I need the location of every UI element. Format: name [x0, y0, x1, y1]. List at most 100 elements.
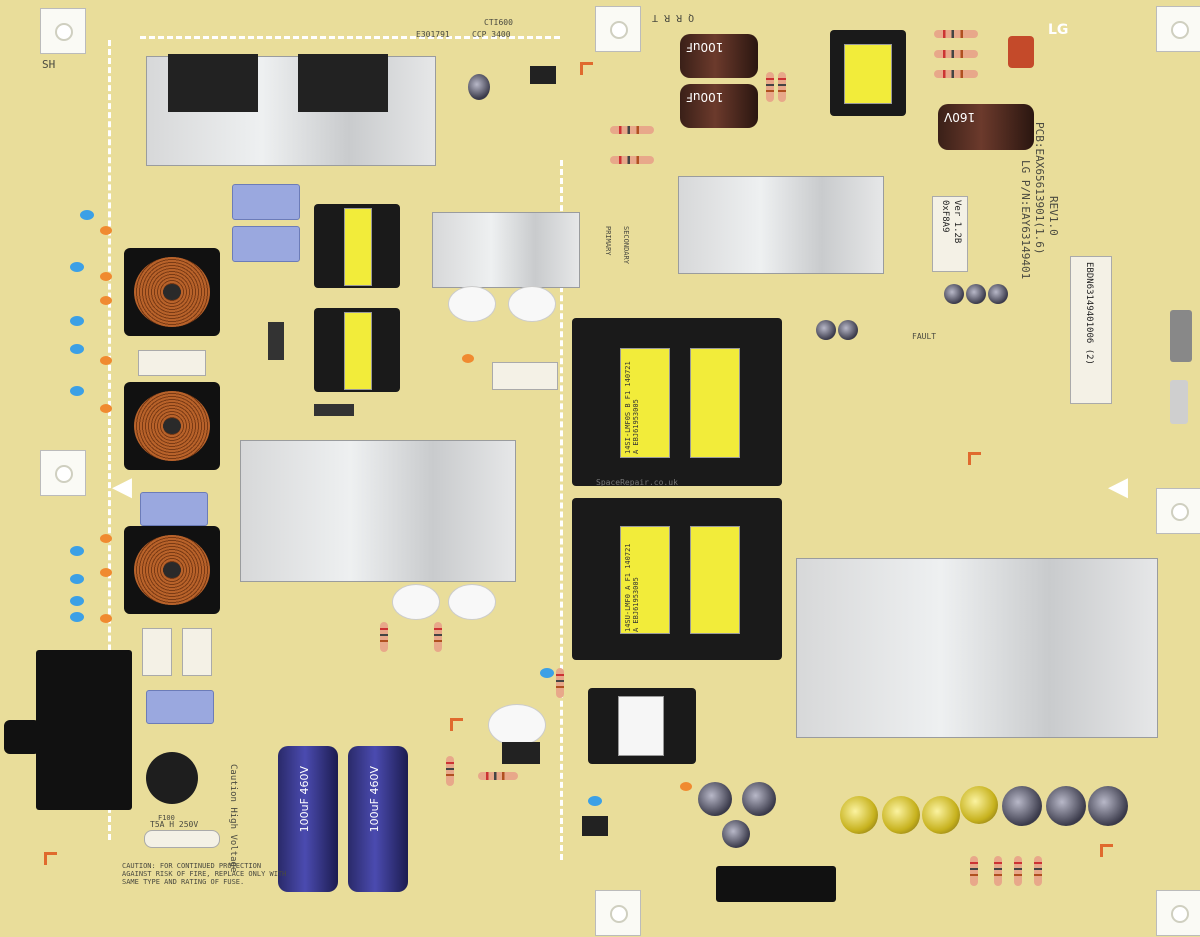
radial-cap-c264: [960, 786, 998, 824]
top-right-electrolytic: 160V: [938, 104, 1034, 150]
fault-label: FAULT: [912, 332, 937, 341]
white-post-4: [448, 584, 496, 620]
diode-d102: [268, 322, 284, 360]
y-cap-1: [80, 210, 94, 220]
silk-bracket-5: [580, 62, 593, 75]
mount-hole-left-mid: [40, 450, 86, 496]
output-connector-bottom[interactable]: [716, 866, 836, 902]
mount-hole-bottom-right: [1156, 890, 1200, 936]
relay-1: [138, 350, 206, 376]
radial-cap-c270: [840, 796, 878, 834]
ceramic-cap-5: [100, 404, 112, 413]
y-cap-9: [70, 612, 84, 622]
y-cap-7: [70, 574, 84, 584]
varistor-ntc: [146, 752, 198, 804]
resistor-v2: [778, 72, 786, 102]
y-cap-11: [540, 668, 554, 678]
ntc-thermistor-1: [142, 628, 172, 676]
white-post-1: [448, 286, 496, 322]
ceramic-cap-6: [100, 534, 112, 543]
line-filter-choke-3: [124, 526, 220, 614]
x-cap-2: [232, 226, 300, 262]
resistor-r247: [934, 70, 978, 78]
resistor-v1: [766, 72, 774, 102]
caution-fuse-text: CAUTION: FOR CONTINUED PROTECTION AGAINS…: [122, 862, 287, 886]
optocoupler-1: [502, 742, 540, 764]
optocoupler-2: [582, 816, 608, 836]
white-post-2: [508, 286, 556, 322]
resistor-r110: [380, 622, 388, 652]
transformer-2-label: 14SU-LMF0 A F1 140721 A EBJ61953005: [624, 543, 640, 632]
fuse-id: F100: [158, 814, 175, 822]
version-text: Ver 1.2B: [952, 200, 962, 244]
small-transformer-top: [830, 30, 906, 116]
relay-2: [492, 362, 558, 390]
isolation-line-top: [140, 36, 560, 39]
y-cap-2: [70, 262, 84, 272]
resistor-r253: [934, 30, 978, 38]
heatsink-secondary-top: [678, 176, 884, 274]
resistor-r252: [610, 156, 654, 164]
y-cap-10: [588, 796, 602, 806]
line-filter-choke-1: [124, 248, 220, 336]
connector-right-mid[interactable]: [1170, 380, 1188, 424]
y-cap-4: [70, 344, 84, 354]
connector-right-top[interactable]: [1170, 310, 1192, 362]
resistor-r511: [556, 668, 564, 698]
lg-logo-box: [1046, 20, 1070, 44]
line-filter-choke-2: [124, 382, 220, 470]
right-arrow-icon: ◀: [1108, 472, 1128, 502]
pcb-number: PCB:EAX65613901(1.6): [1033, 122, 1046, 255]
mount-hole-top-mid: [595, 6, 641, 52]
resistor-r282: [1014, 856, 1022, 886]
silk-bracket-2: [450, 718, 463, 731]
sh-label: SH: [42, 58, 56, 71]
bridge-rectifier-1: [168, 54, 258, 112]
pfc-inductor-1: [314, 204, 400, 288]
top-electrolytic-1: 100uF: [680, 34, 758, 78]
serial-sticker-text: EBDN63149401006 (2): [1084, 262, 1094, 365]
ac-inlet-tab: [4, 720, 40, 754]
ceramic-cap-8: [100, 614, 112, 623]
watermark: SpaceRepair.co.uk: [596, 478, 678, 487]
silk-bracket-3: [1100, 844, 1113, 857]
secondary-label: SECONDARY: [622, 226, 630, 264]
primary-label: PRIMARY: [604, 226, 612, 256]
y-cap-6: [70, 546, 84, 556]
bulk-capacitor-2: 100uF 460V: [348, 746, 408, 892]
ul-number: E301791: [416, 30, 450, 39]
silk-bracket-4: [968, 452, 981, 465]
lg-part-number: LG P/N:EAY63149401: [1019, 160, 1032, 280]
transformer-1-label: 14SI-LMF0S B F1 140721 A EBJ61953005: [624, 361, 640, 454]
checksum-text: 0xF8A9: [940, 200, 950, 233]
mount-hole-bottom-mid: [595, 890, 641, 936]
resistor-r111: [434, 622, 442, 652]
x-cap-4: [146, 690, 214, 724]
ceramic-cap-2: [100, 272, 112, 281]
radial-cap-c266: [882, 796, 920, 834]
mount-hole-right-mid: [1156, 488, 1200, 534]
caution-hv-text: Caution High Voltage: [228, 764, 238, 873]
x-cap-3: [140, 492, 208, 526]
x-cap-1: [232, 184, 300, 220]
fuse-rating: T5A H 250V: [150, 820, 199, 829]
resistor-r246: [934, 50, 978, 58]
bridge-ic102: [530, 66, 556, 84]
top-electrolytic-2: 100uF: [680, 84, 758, 128]
radial-cap-c12: [468, 74, 490, 100]
qrt-label: Q R R T: [652, 12, 695, 23]
serial-sticker: [1070, 256, 1112, 404]
version-sticker: [932, 196, 968, 272]
mount-hole-top-left: [40, 8, 86, 54]
cti-text: CTI600: [484, 18, 513, 27]
heatsink-secondary-bottom: [796, 558, 1158, 738]
radial-cap-c254a: [1002, 786, 1042, 826]
main-transformer-1: 14SI-LMF0S B F1 140721 A EBJ61953005: [572, 318, 782, 486]
resistor-r281: [994, 856, 1002, 886]
y-cap-3: [70, 316, 84, 326]
heatsink-pfc: [240, 440, 516, 582]
radial-cap-c207: [722, 820, 750, 848]
red-film-cap: [1008, 36, 1034, 68]
ac-power-inlet[interactable]: [36, 650, 132, 810]
